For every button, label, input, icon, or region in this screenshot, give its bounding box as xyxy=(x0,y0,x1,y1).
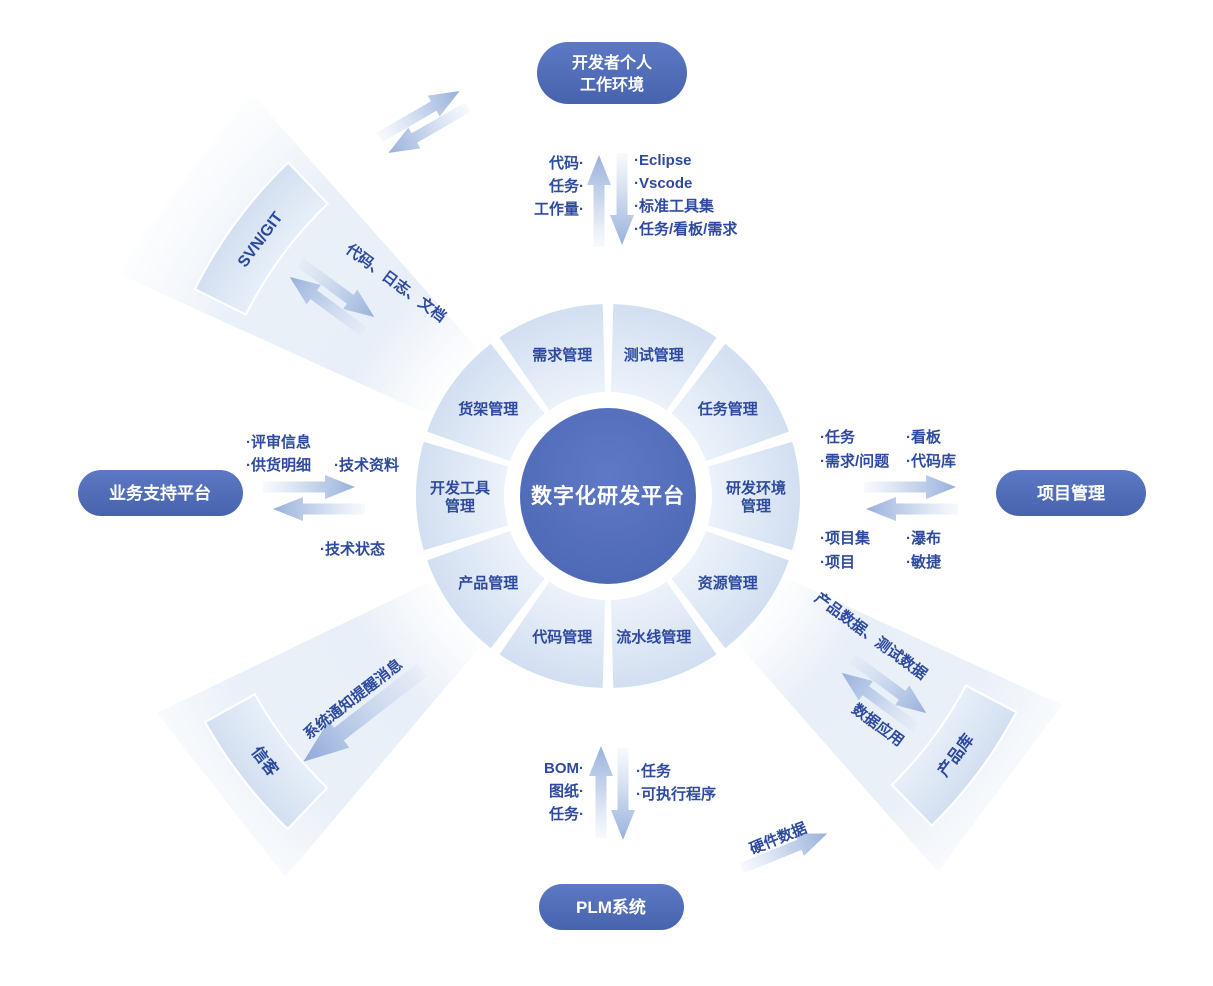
node-business-platform: 业务支持平台 xyxy=(78,470,243,516)
ring-segment xyxy=(610,304,717,411)
biz-review-info: ·评审信息 xyxy=(246,433,311,451)
ring-segment xyxy=(671,343,789,462)
plm-flow-task: 任务· xyxy=(548,805,584,823)
business-platform-label: 业务支持平台 xyxy=(109,483,211,503)
arrow-dev-down xyxy=(610,153,634,245)
arrow-biz-right xyxy=(263,475,355,499)
band-xinke xyxy=(203,692,329,831)
center-title: 数字化研发平台 xyxy=(531,484,685,508)
ring-segment xyxy=(427,343,545,462)
business-platform-pill xyxy=(78,470,243,516)
ring-segment-label: 开发工具管理 xyxy=(430,479,490,515)
ring-segment xyxy=(671,530,789,649)
ring-segment-label: 产品管理 xyxy=(458,574,518,592)
ring-segment xyxy=(499,304,606,411)
arrow-proj-right xyxy=(864,475,956,499)
center-hub xyxy=(520,408,696,584)
plm-flow-drawing: 图纸· xyxy=(549,782,584,800)
proj-project: ·项目 xyxy=(820,554,855,571)
proj-requirement: ·需求/问题 xyxy=(820,452,890,470)
node-project-mgmt: 项目管理 xyxy=(996,470,1146,516)
band-product-lib xyxy=(890,684,1018,827)
arrow-proj-left xyxy=(866,497,958,521)
dev-tool-toolset: ·标准工具集 xyxy=(634,197,715,215)
biz-tech-status: ·技术状态 xyxy=(320,540,385,558)
dev-flow-code: 代码· xyxy=(548,154,584,172)
project-mgmt-pill xyxy=(996,470,1146,516)
ring-segment-label: 任务管理 xyxy=(697,400,758,418)
ring-segment xyxy=(610,581,717,688)
arrow-biz-left xyxy=(273,497,365,521)
dev-flow-task: 任务· xyxy=(548,177,584,195)
node-plm: PLM系统 xyxy=(539,884,684,930)
biz-tech-docs: ·技术资料 xyxy=(334,456,399,474)
arrow-plm-down xyxy=(611,748,635,840)
plm-pill xyxy=(539,884,684,930)
plm-flow-executable: ·可执行程序 xyxy=(636,785,716,803)
arrow-plm-up xyxy=(589,746,613,838)
ring-segment-label: 需求管理 xyxy=(532,346,592,364)
ring-segment xyxy=(427,530,545,649)
arrow-dev-up xyxy=(587,155,611,247)
plm-label: PLM系统 xyxy=(576,897,646,917)
developer-env-label-line2: 工作环境 xyxy=(580,75,644,94)
plm-flow-bom: BOM· xyxy=(544,760,584,777)
dev-tool-vscode: ·Vscode xyxy=(634,175,692,192)
biz-supply-detail: ·供货明细 xyxy=(246,456,311,474)
beam-svn-git xyxy=(116,92,608,496)
node-developer-env: 开发者个人 工作环境 xyxy=(537,42,687,104)
ring-segment xyxy=(499,581,606,688)
dev-tool-kanban: ·任务/看板/需求 xyxy=(634,220,738,238)
ring-segment-label: 流水线管理 xyxy=(616,628,691,646)
proj-kanban: ·看板 xyxy=(906,428,942,446)
arc-bands: SVN/GIT信客产品库 xyxy=(193,161,1018,831)
plm-flow-task-out: ·任务 xyxy=(636,762,672,780)
developer-env-label-line1: 开发者个人 xyxy=(572,53,653,72)
proj-program: ·项目集 xyxy=(820,529,871,547)
ring-segment xyxy=(707,441,800,551)
band-svn-git xyxy=(193,161,330,316)
proj-repo: ·代码库 xyxy=(906,452,956,470)
proj-task: ·任务 xyxy=(820,428,856,446)
developer-env-pill xyxy=(537,42,687,104)
dev-flow-workload: 工作量· xyxy=(534,200,584,218)
ring-segment-label: 资源管理 xyxy=(698,574,758,592)
dev-tool-eclipse: ·Eclipse xyxy=(634,152,692,169)
ring-segment-label: 货架管理 xyxy=(458,400,518,418)
beam-product-lib xyxy=(608,496,1062,872)
ring-segment-label: 测试管理 xyxy=(624,346,684,364)
project-mgmt-label: 项目管理 xyxy=(1037,483,1105,503)
proj-waterfall: ·瀑布 xyxy=(906,529,941,547)
proj-agile: ·敏捷 xyxy=(906,553,942,571)
ring-segment xyxy=(416,441,509,551)
ring-segment-label: 研发环境管理 xyxy=(726,479,786,515)
ring-segment-label: 代码管理 xyxy=(531,628,592,646)
